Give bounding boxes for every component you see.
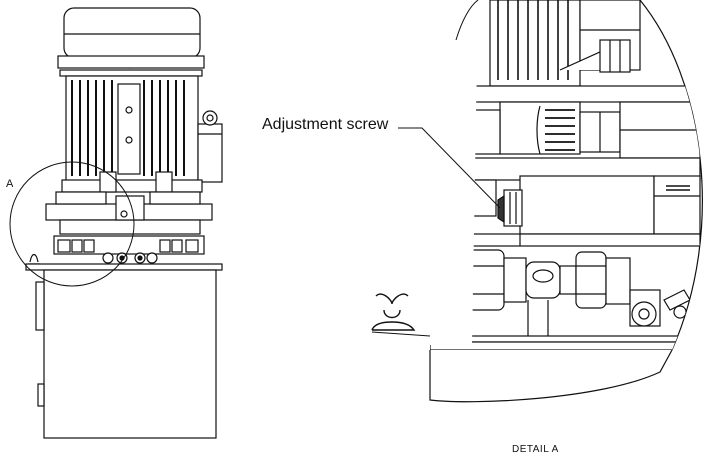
- detail-fittings: [430, 249, 691, 336]
- adjustment-screw: [497, 189, 523, 227]
- detail-tank-body: [429, 349, 673, 403]
- detail-a-view: [371, 0, 703, 403]
- detail-coupling-block: [471, 101, 701, 159]
- detail-motor-section: [489, 0, 641, 87]
- fittings-row: [53, 235, 205, 264]
- motor-body: [65, 75, 223, 183]
- tank-top-plate: [25, 263, 223, 271]
- valve-manifold: [45, 191, 213, 235]
- lifting-handle-icon: [28, 253, 40, 265]
- detail-lifting-handle-icon: [371, 293, 416, 331]
- detail-valve-manifold: [445, 157, 701, 247]
- detail-tank-plate: [430, 335, 701, 343]
- detail-a-circle: [9, 161, 135, 287]
- motor-fan-cover: [57, 7, 205, 77]
- oil-tank: [35, 269, 217, 439]
- detail-bell-housing: [469, 85, 701, 103]
- full-unit-view: [9, 7, 223, 439]
- detail-caption: DETAIL A: [512, 444, 559, 455]
- adjustment-screw-label: Adjustment screw: [262, 116, 389, 133]
- detail-marker-label: A: [6, 178, 14, 190]
- adjustment-screw-leader: [398, 127, 501, 209]
- bell-housing: [61, 171, 203, 193]
